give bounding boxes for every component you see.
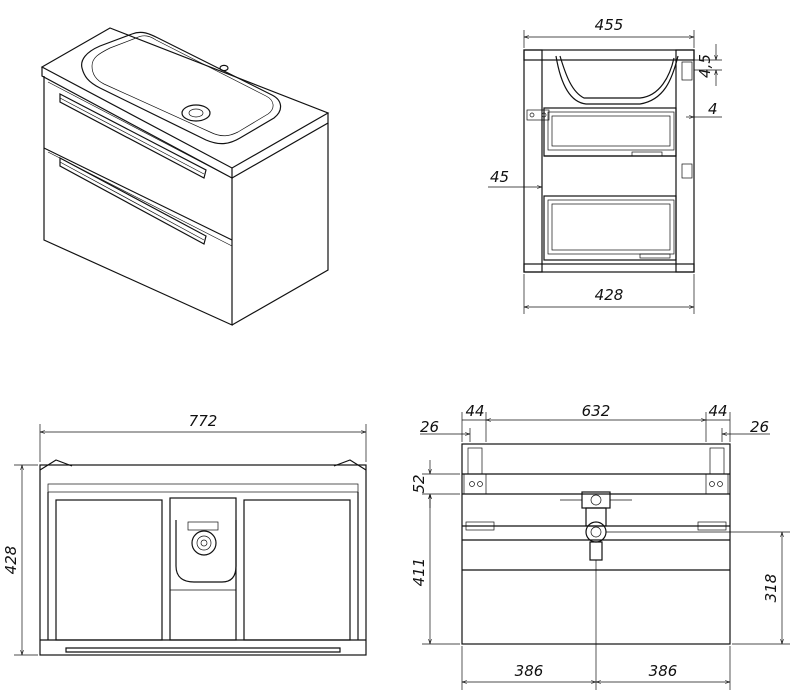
dim-side-top-gap: 4,5 [696,54,714,78]
isometric-view [40,27,330,326]
dim-rear-edge-left: 26 [420,418,439,436]
dim-side-top-width: 455 [595,16,624,34]
rear-view: 44 632 44 26 26 52 411 318 386 386 [410,402,790,690]
dim-rear-edge-right: 26 [750,418,769,436]
dim-rear-height: 411 [410,558,428,587]
dim-side-shelf-thickness: 4 [708,100,718,118]
dim-front-width: 772 [189,412,218,430]
dim-rear-drain-height: 318 [762,574,780,603]
dim-rear-bracket-right: 44 [708,402,727,420]
dim-front-height: 428 [2,546,20,575]
dim-rear-bracket-left: 44 [465,402,484,420]
dim-side-bottom-depth: 428 [595,286,624,304]
dim-rear-half-left: 386 [515,662,544,680]
dim-side-inset: 45 [490,168,509,186]
dim-rear-half-right: 386 [649,662,678,680]
front-view: 772 428 [2,412,367,656]
side-section-view: 455 4,5 4 45 428 [488,16,722,314]
dim-rear-span: 632 [582,402,611,420]
dim-rear-bracket-height: 52 [410,474,428,493]
